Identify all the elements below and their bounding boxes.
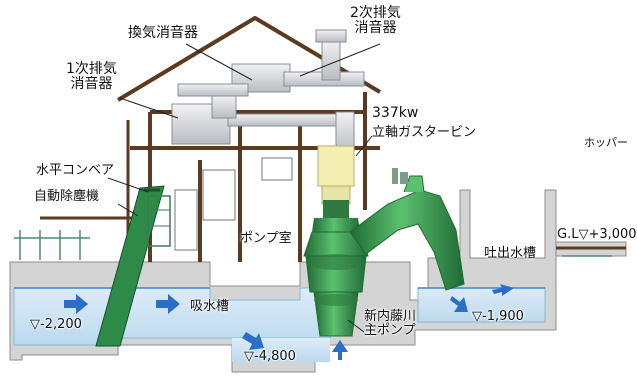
label-auto-dust-remover: 自動除塵機 [34, 189, 100, 204]
label-discharge-tank: 吐出水槽 [484, 246, 537, 261]
label-level-discharge: ▽-1,900 [472, 309, 524, 324]
label-main-pump-line2: 主ポンプ [364, 322, 416, 338]
label-intake-tank: 吸水槽 [190, 299, 230, 314]
flow-arrows [64, 284, 514, 360]
label-pump-room: ポンプ室 [240, 231, 292, 246]
hopper-equipment [392, 168, 408, 184]
flow-arrow-discharge-1 [450, 296, 468, 312]
dust-remover-conveyor [95, 185, 171, 347]
label-primary-exhaust-silencer-line2: 消音器 [70, 75, 113, 92]
flow-arrow-intake-1 [64, 294, 88, 314]
label-ventilation-silencer: 換気消音器 [128, 25, 198, 41]
building-walls [174, 157, 293, 251]
label-horizontal-conveyor: 水平コンベア [36, 163, 115, 178]
label-level-intake: ▽-2,200 [30, 317, 82, 332]
label-level-pit: ▽-4,800 [244, 349, 296, 364]
label-secondary-exhaust-silencer-line1: 2次排気 [350, 5, 401, 21]
main-pump [303, 200, 369, 337]
label-ground-level: G.L▽+3,000 [557, 227, 637, 242]
label-primary-exhaust-silencer: 1次排気 消音器 [66, 62, 117, 91]
water [13, 287, 546, 362]
flow-arrow-discharge-2 [492, 284, 514, 296]
flow-arrow-pump-in [332, 340, 348, 360]
label-main-pump-line1: 新内藤川 [364, 309, 417, 324]
label-primary-exhaust-silencer-line1: 1次排気 [66, 61, 117, 77]
label-hopper: ホッパー [584, 136, 628, 149]
label-turbine-output: 337kw [372, 105, 419, 121]
exhaust-ducts [171, 29, 365, 153]
railing [14, 230, 612, 260]
gas-turbine [317, 145, 355, 205]
label-main-pump: 新内藤川 主ポンプ [364, 310, 416, 337]
flow-arrow-pit [242, 332, 264, 350]
label-secondary-exhaust-silencer: 2次排気 消音器 [350, 6, 401, 35]
discharge-pipe [349, 175, 465, 291]
label-vertical-gas-turbine: 立軸ガスタービン [372, 125, 477, 140]
flow-arrow-intake-2 [156, 294, 180, 314]
label-secondary-exhaust-silencer-line2: 消音器 [354, 19, 397, 36]
